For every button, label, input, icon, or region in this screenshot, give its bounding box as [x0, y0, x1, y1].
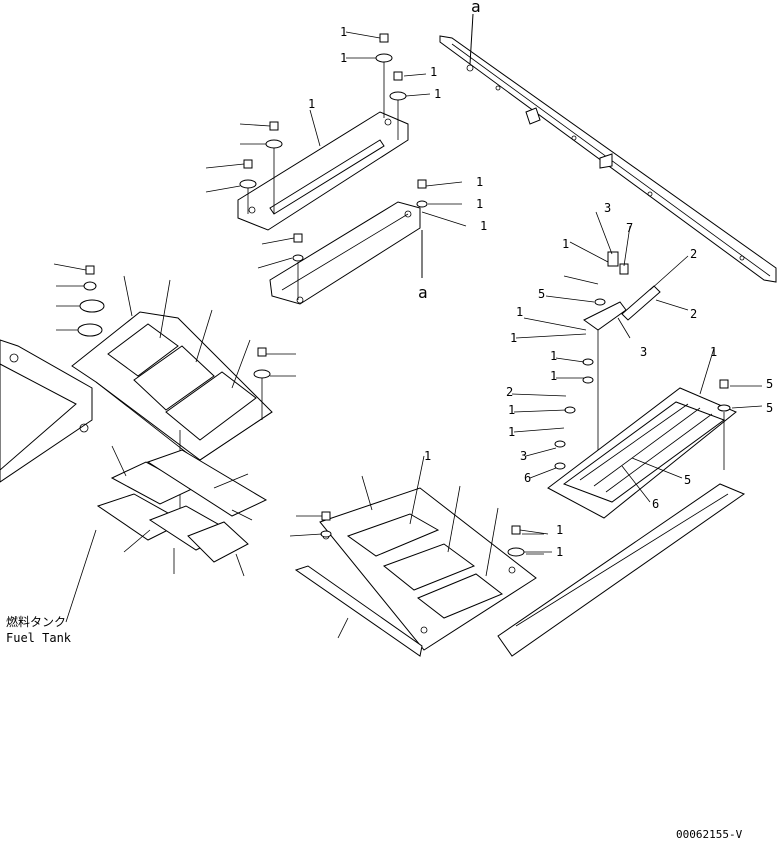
callout-label: 3 [604, 201, 611, 215]
callout-label: 6 [524, 471, 531, 485]
caption-japanese: 燃料タンク [6, 614, 66, 629]
callout-label: 1 [476, 197, 483, 211]
callout-label: 1 [508, 403, 515, 417]
callout-label: 1 [476, 175, 483, 189]
callout-label: 1 [556, 523, 563, 537]
latch-assembly-part [554, 251, 731, 470]
callout-label: 1 [480, 219, 487, 233]
callout-label: 1 [434, 87, 441, 101]
callout-label: 5 [766, 401, 773, 415]
right-grating-part [497, 387, 746, 657]
document-number: 00062155-V [676, 828, 743, 841]
callout-label: 1 [340, 51, 347, 65]
callout-label: 5 [538, 287, 545, 301]
callout-label: 3 [640, 345, 647, 359]
callout-label: 1 [550, 349, 557, 363]
reference-arrow-top [469, 13, 474, 65]
callout-label: 2 [690, 247, 697, 261]
left-step-plate-part [71, 311, 273, 461]
upper-bracket-part [237, 111, 421, 305]
caption-leader [65, 529, 97, 623]
fastener-set-center [320, 511, 525, 557]
callout-label: 1 [308, 97, 315, 111]
callout-label: 6 [652, 497, 659, 511]
center-floor-plate-part [294, 487, 537, 657]
reference-label-top: a [471, 0, 481, 16]
fastener-set-upper [239, 33, 428, 300]
caption-english: Fuel Tank [6, 631, 72, 645]
callout-label: 7 [626, 221, 633, 235]
callout-label: 1 [508, 425, 515, 439]
callout-label: 5 [766, 377, 773, 391]
callout-label: 3 [520, 449, 527, 463]
long-rail-part [439, 35, 777, 283]
callout-label: 5 [684, 473, 691, 487]
callout-label: 1 [556, 545, 563, 559]
fuel-tank-part [0, 339, 93, 483]
callout-label: 1 [562, 237, 569, 251]
callout-label: 2 [690, 307, 697, 321]
callout-label: 1 [430, 65, 437, 79]
callout-label: 2 [506, 385, 513, 399]
reference-label-middle: a [418, 283, 428, 302]
callout-label: 1 [424, 449, 431, 463]
callout-label: 1 [550, 369, 557, 383]
callout-label: 1 [510, 331, 517, 345]
callout-label: 1 [710, 345, 717, 359]
rubber-pad-set [96, 449, 268, 563]
callout-group: 1 1 1 1 1 1 1 1 [53, 25, 773, 639]
callout-label: 1 [340, 25, 347, 39]
callout-label: 1 [516, 305, 523, 319]
